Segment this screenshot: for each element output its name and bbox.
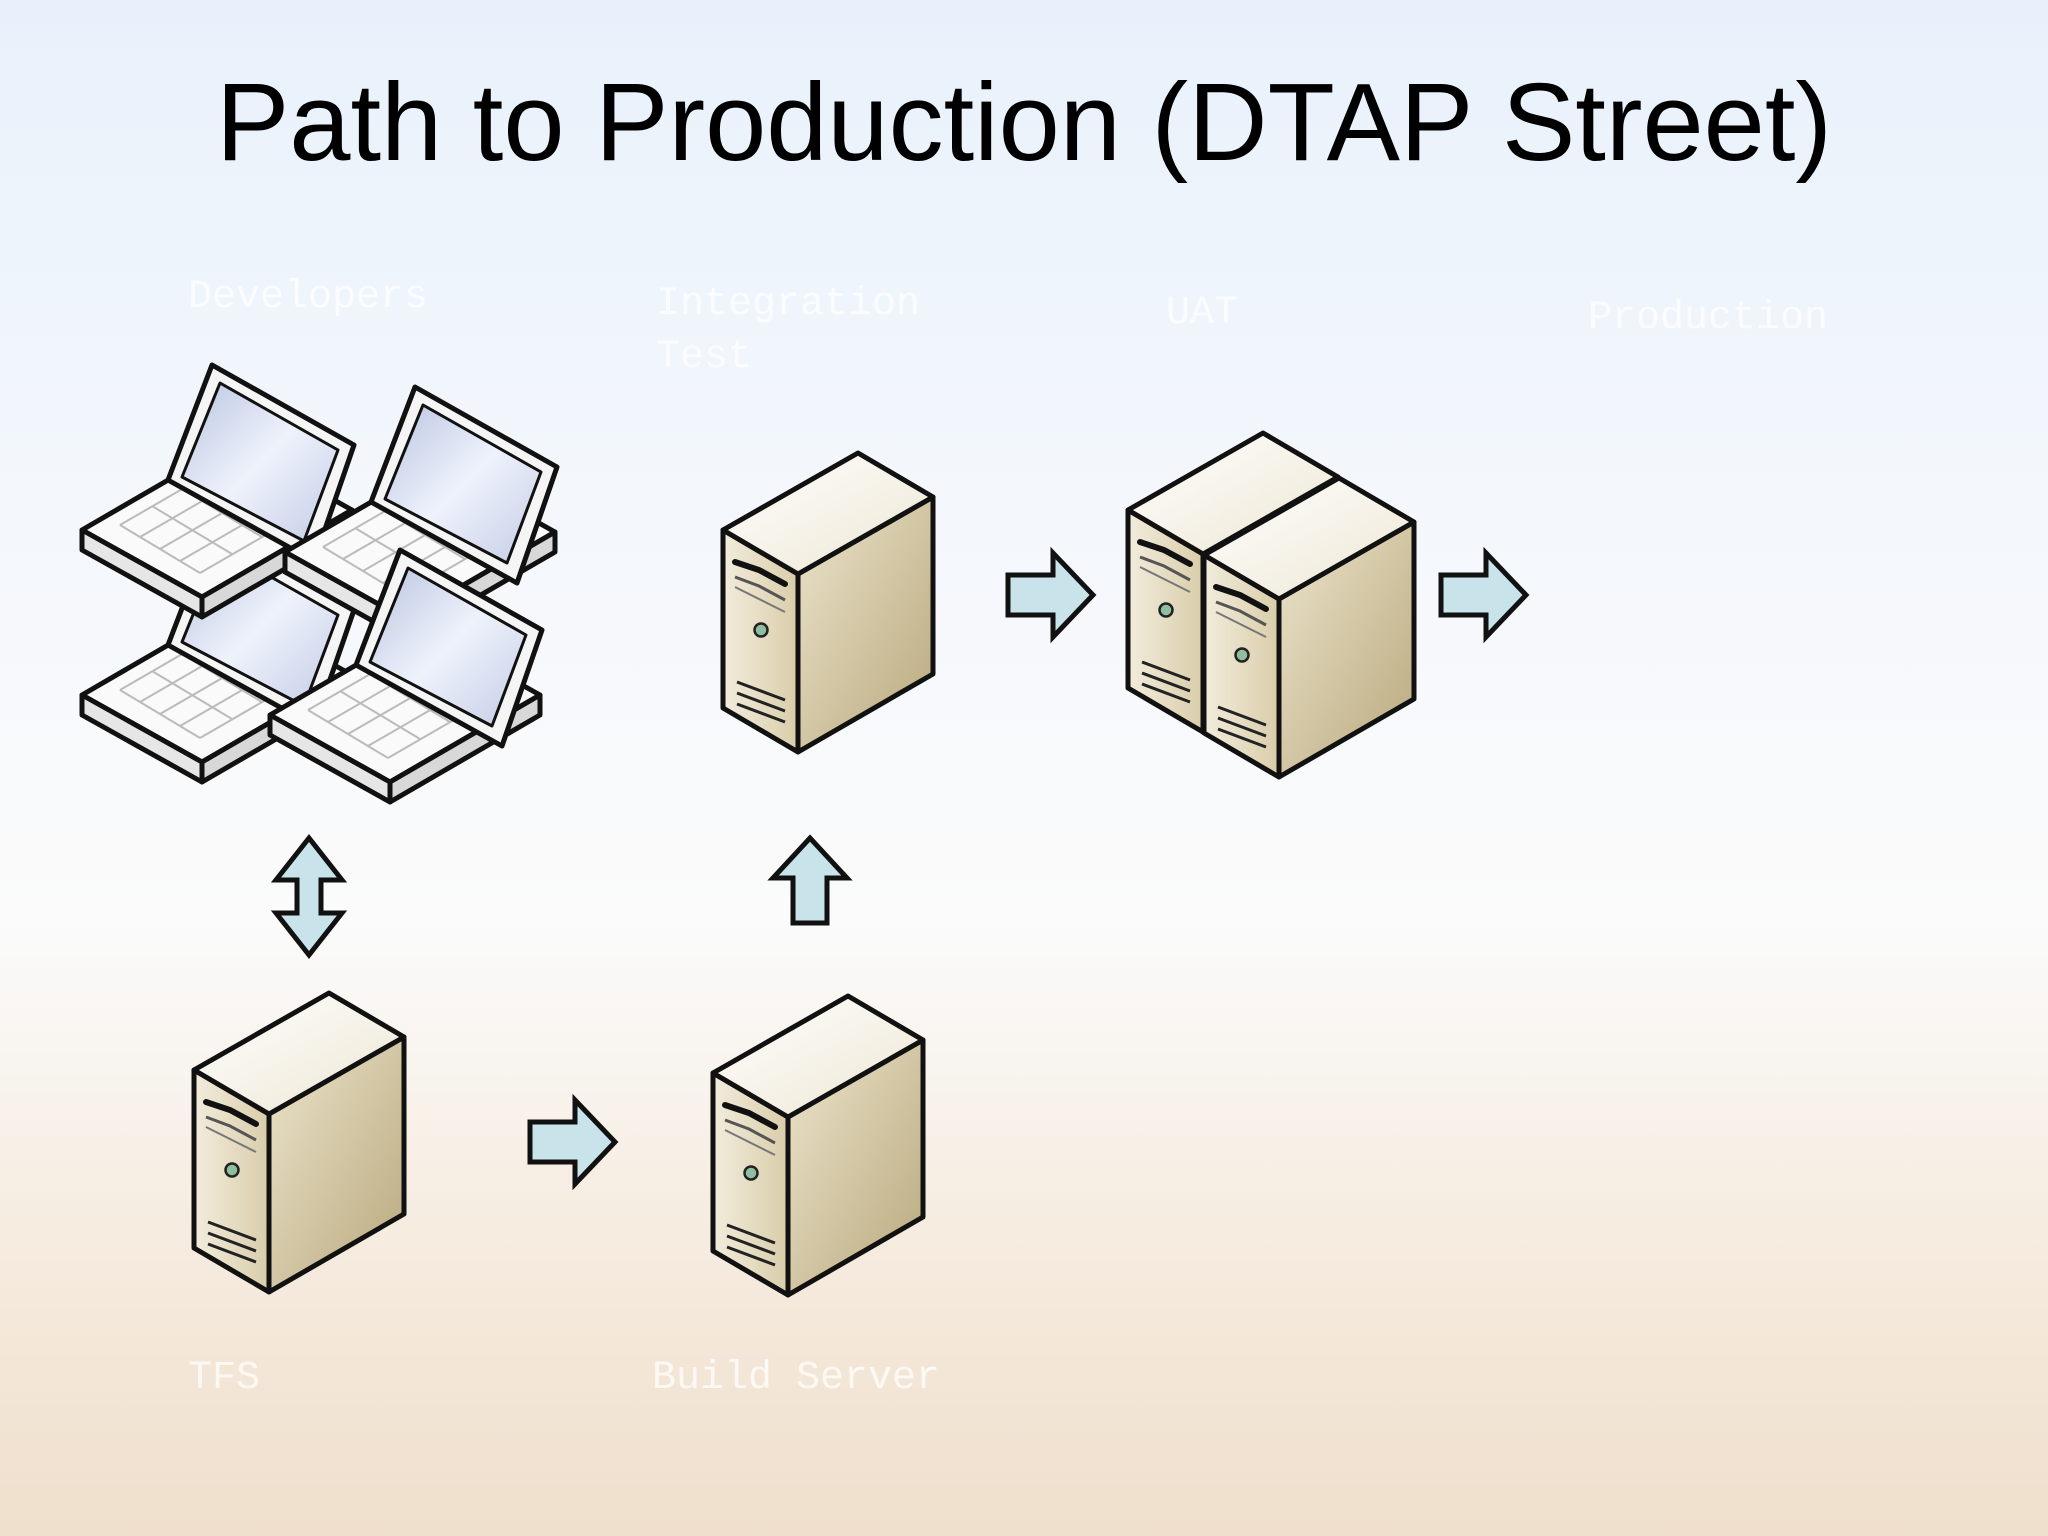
arrow-bidirectional-icon: [270, 833, 348, 960]
arrow-right-icon: [530, 1100, 615, 1184]
production-label: Production: [1588, 296, 1829, 341]
integration-test-label-line2: Test: [656, 335, 753, 380]
integration-test-label-line1: Integration: [656, 282, 921, 327]
arrow-up-icon: [767, 834, 853, 926]
arrow-right-icon: [1441, 553, 1526, 637]
arrow-right-icon: [1008, 553, 1093, 637]
uat-label: UAT: [1166, 291, 1239, 336]
tfs-label: TFS: [188, 1356, 261, 1401]
uat-cluster-icon: [1128, 433, 1414, 777]
slide-title: Path to Production (DTAP Street): [215, 61, 1833, 184]
integration-server-icon: [723, 453, 933, 752]
build-server-icon: [713, 996, 923, 1295]
developers-laptops-icon: [82, 365, 557, 802]
build-server-label: Build Server: [652, 1356, 941, 1401]
tfs-server-icon: [194, 993, 404, 1292]
developers-label: Developers: [188, 275, 429, 320]
